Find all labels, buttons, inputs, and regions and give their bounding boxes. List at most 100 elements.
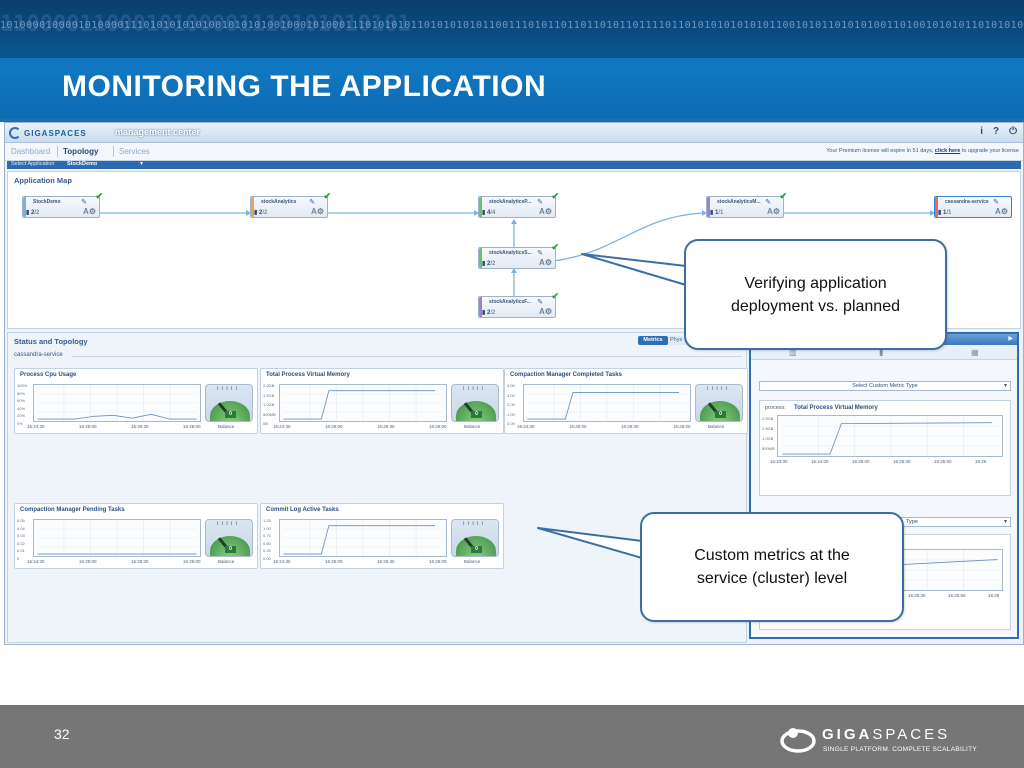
y-tick-label: 0B (263, 421, 268, 426)
node-name: StockDemo (33, 199, 61, 205)
node-actions-icon[interactable]: A⚙ (539, 258, 552, 267)
divider (72, 356, 742, 357)
y-tick-label: 1.00 (263, 525, 271, 531)
tab-physical[interactable]: Phys (668, 336, 688, 345)
header-icons: i ? ⏻ (980, 126, 1017, 137)
node-count: 2 (486, 310, 491, 316)
x-tick-label: 16:25:00 (852, 459, 870, 464)
node-actions-icon[interactable]: A⚙ (767, 207, 780, 216)
server-icon[interactable]: ▮ (879, 348, 884, 357)
tab-services[interactable]: Services (119, 147, 150, 156)
license-link[interactable]: click here (934, 148, 961, 154)
gauge-value: 0 (471, 546, 482, 553)
node-actions-icon[interactable]: A⚙ (311, 207, 324, 216)
x-tick-label: 16:26:00 (183, 559, 201, 564)
gauge-label: Balance (218, 424, 235, 429)
node-name: cassandra-service (945, 199, 989, 205)
y-tick-label: 0.04 (17, 525, 25, 531)
gauge-ticks: ╵╵╵╵╵ (462, 388, 486, 394)
card-process-label: process: (765, 405, 786, 411)
metric-series-line (283, 525, 435, 555)
balance-gauge: ╵╵╵╵╵0 (451, 384, 499, 422)
brand-rest: SPACES (872, 726, 951, 743)
service-node[interactable]: cassandra-service ▮ 1/1 A⚙✎ (934, 196, 1012, 218)
node-instance-count: ▮ 2/2 (482, 261, 496, 267)
bar-chart-icon[interactable]: ▥ (789, 348, 797, 357)
logo-ring-icon (9, 127, 21, 139)
node-total: 2 (491, 310, 496, 316)
balance-gauge: ╵╵╵╵╵ 0 (695, 384, 743, 422)
x-tick-label: 16:26 (988, 593, 1000, 598)
metric-line-chart (527, 385, 687, 421)
chevron-down-icon[interactable]: ▼ (139, 161, 144, 167)
select-application-label: Select Application (11, 161, 55, 167)
tab-dashboard[interactable]: Dashboard (11, 147, 51, 156)
chevron-down-icon[interactable]: ▼ (1003, 519, 1008, 525)
help-icon[interactable]: ? (992, 126, 1000, 137)
x-tick-label: 16:26:00 (183, 424, 201, 429)
tab-metrics[interactable]: Metrics (638, 336, 668, 345)
x-tick-label: 16:25:00 (569, 424, 587, 429)
x-tick-label: 16:24:00 (811, 459, 829, 464)
y-tick-label: 0% (17, 421, 23, 426)
y-tick-label: 0.03 (17, 533, 25, 539)
node-instance-count: ▮ 1/1 (938, 210, 952, 216)
node-status-stripe (479, 197, 482, 217)
arrow-head-icon (511, 268, 517, 273)
x-tick-label: 16:25:30 (621, 424, 639, 429)
x-tick-label: 16:25:30 (377, 559, 395, 564)
node-actions-icon[interactable]: A⚙ (539, 207, 552, 216)
arrow-head-icon (702, 210, 707, 216)
x-tick-label: 16:25:30 (908, 593, 926, 598)
wrench-icon[interactable]: ✎ (993, 199, 999, 206)
y-tick-label: 100% (17, 383, 28, 388)
node-status-stripe (23, 197, 26, 217)
arrow-head-icon (246, 210, 251, 216)
grid-icon[interactable]: ▦ (971, 348, 979, 357)
y-tick-label: 1.0GB (762, 436, 774, 441)
gauge-value: 0 (715, 411, 726, 418)
wrench-icon[interactable]: ✎ (537, 199, 543, 206)
wrench-icon[interactable]: ✎ (309, 199, 315, 206)
x-tick-label: 16:26 (975, 459, 987, 464)
node-actions-icon[interactable]: A⚙ (539, 307, 552, 316)
info-icon[interactable]: i (980, 126, 983, 137)
y-tick-label: 0.00 (507, 421, 515, 426)
wrench-icon[interactable]: ✎ (765, 199, 771, 206)
balance-gauge: ╵╵╵╵╵0 (205, 384, 253, 422)
select-application-dropdown[interactable]: StockDemo (67, 161, 98, 167)
gauge-value: 0 (225, 411, 236, 418)
power-icon[interactable]: ⏻ (1009, 126, 1017, 137)
wrench-icon[interactable]: ✎ (537, 250, 543, 257)
app-logo: GIGASPACES (9, 126, 87, 140)
metric-plot (33, 384, 201, 422)
x-tick-label: 16:25:00 (79, 559, 97, 564)
logo-swirl-icon (780, 728, 816, 753)
logo-tagline: SINGLE PLATFORM. COMPLETE SCALABILITY (823, 746, 978, 753)
wrench-icon[interactable]: ✎ (81, 199, 87, 206)
wrench-icon[interactable]: ✎ (537, 299, 543, 306)
node-total: 2 (35, 210, 40, 216)
node-actions-icon[interactable]: A⚙ (995, 207, 1008, 216)
node-instance-count: ▮ 4/4 (482, 210, 496, 216)
node-status-stripe (479, 248, 482, 268)
node-actions-icon[interactable]: A⚙ (83, 207, 96, 216)
check-icon: ✔ (779, 191, 787, 201)
chevron-down-icon[interactable]: ▼ (1003, 383, 1008, 389)
x-tick-label: 16:25:00 (325, 559, 343, 564)
x-tick-label: 16:25:00 (325, 424, 343, 429)
metric-series-line (283, 390, 435, 420)
gauge-ticks: ╵╵╵╵╵ (706, 388, 730, 394)
custom-metric-select[interactable]: Select Custom Metric Type ▼ (759, 381, 1011, 391)
chevron-right-icon[interactable]: ▶ (1008, 336, 1013, 342)
tab-topology[interactable]: Topology (63, 147, 99, 156)
y-tick-label: 4.00 (507, 383, 515, 388)
